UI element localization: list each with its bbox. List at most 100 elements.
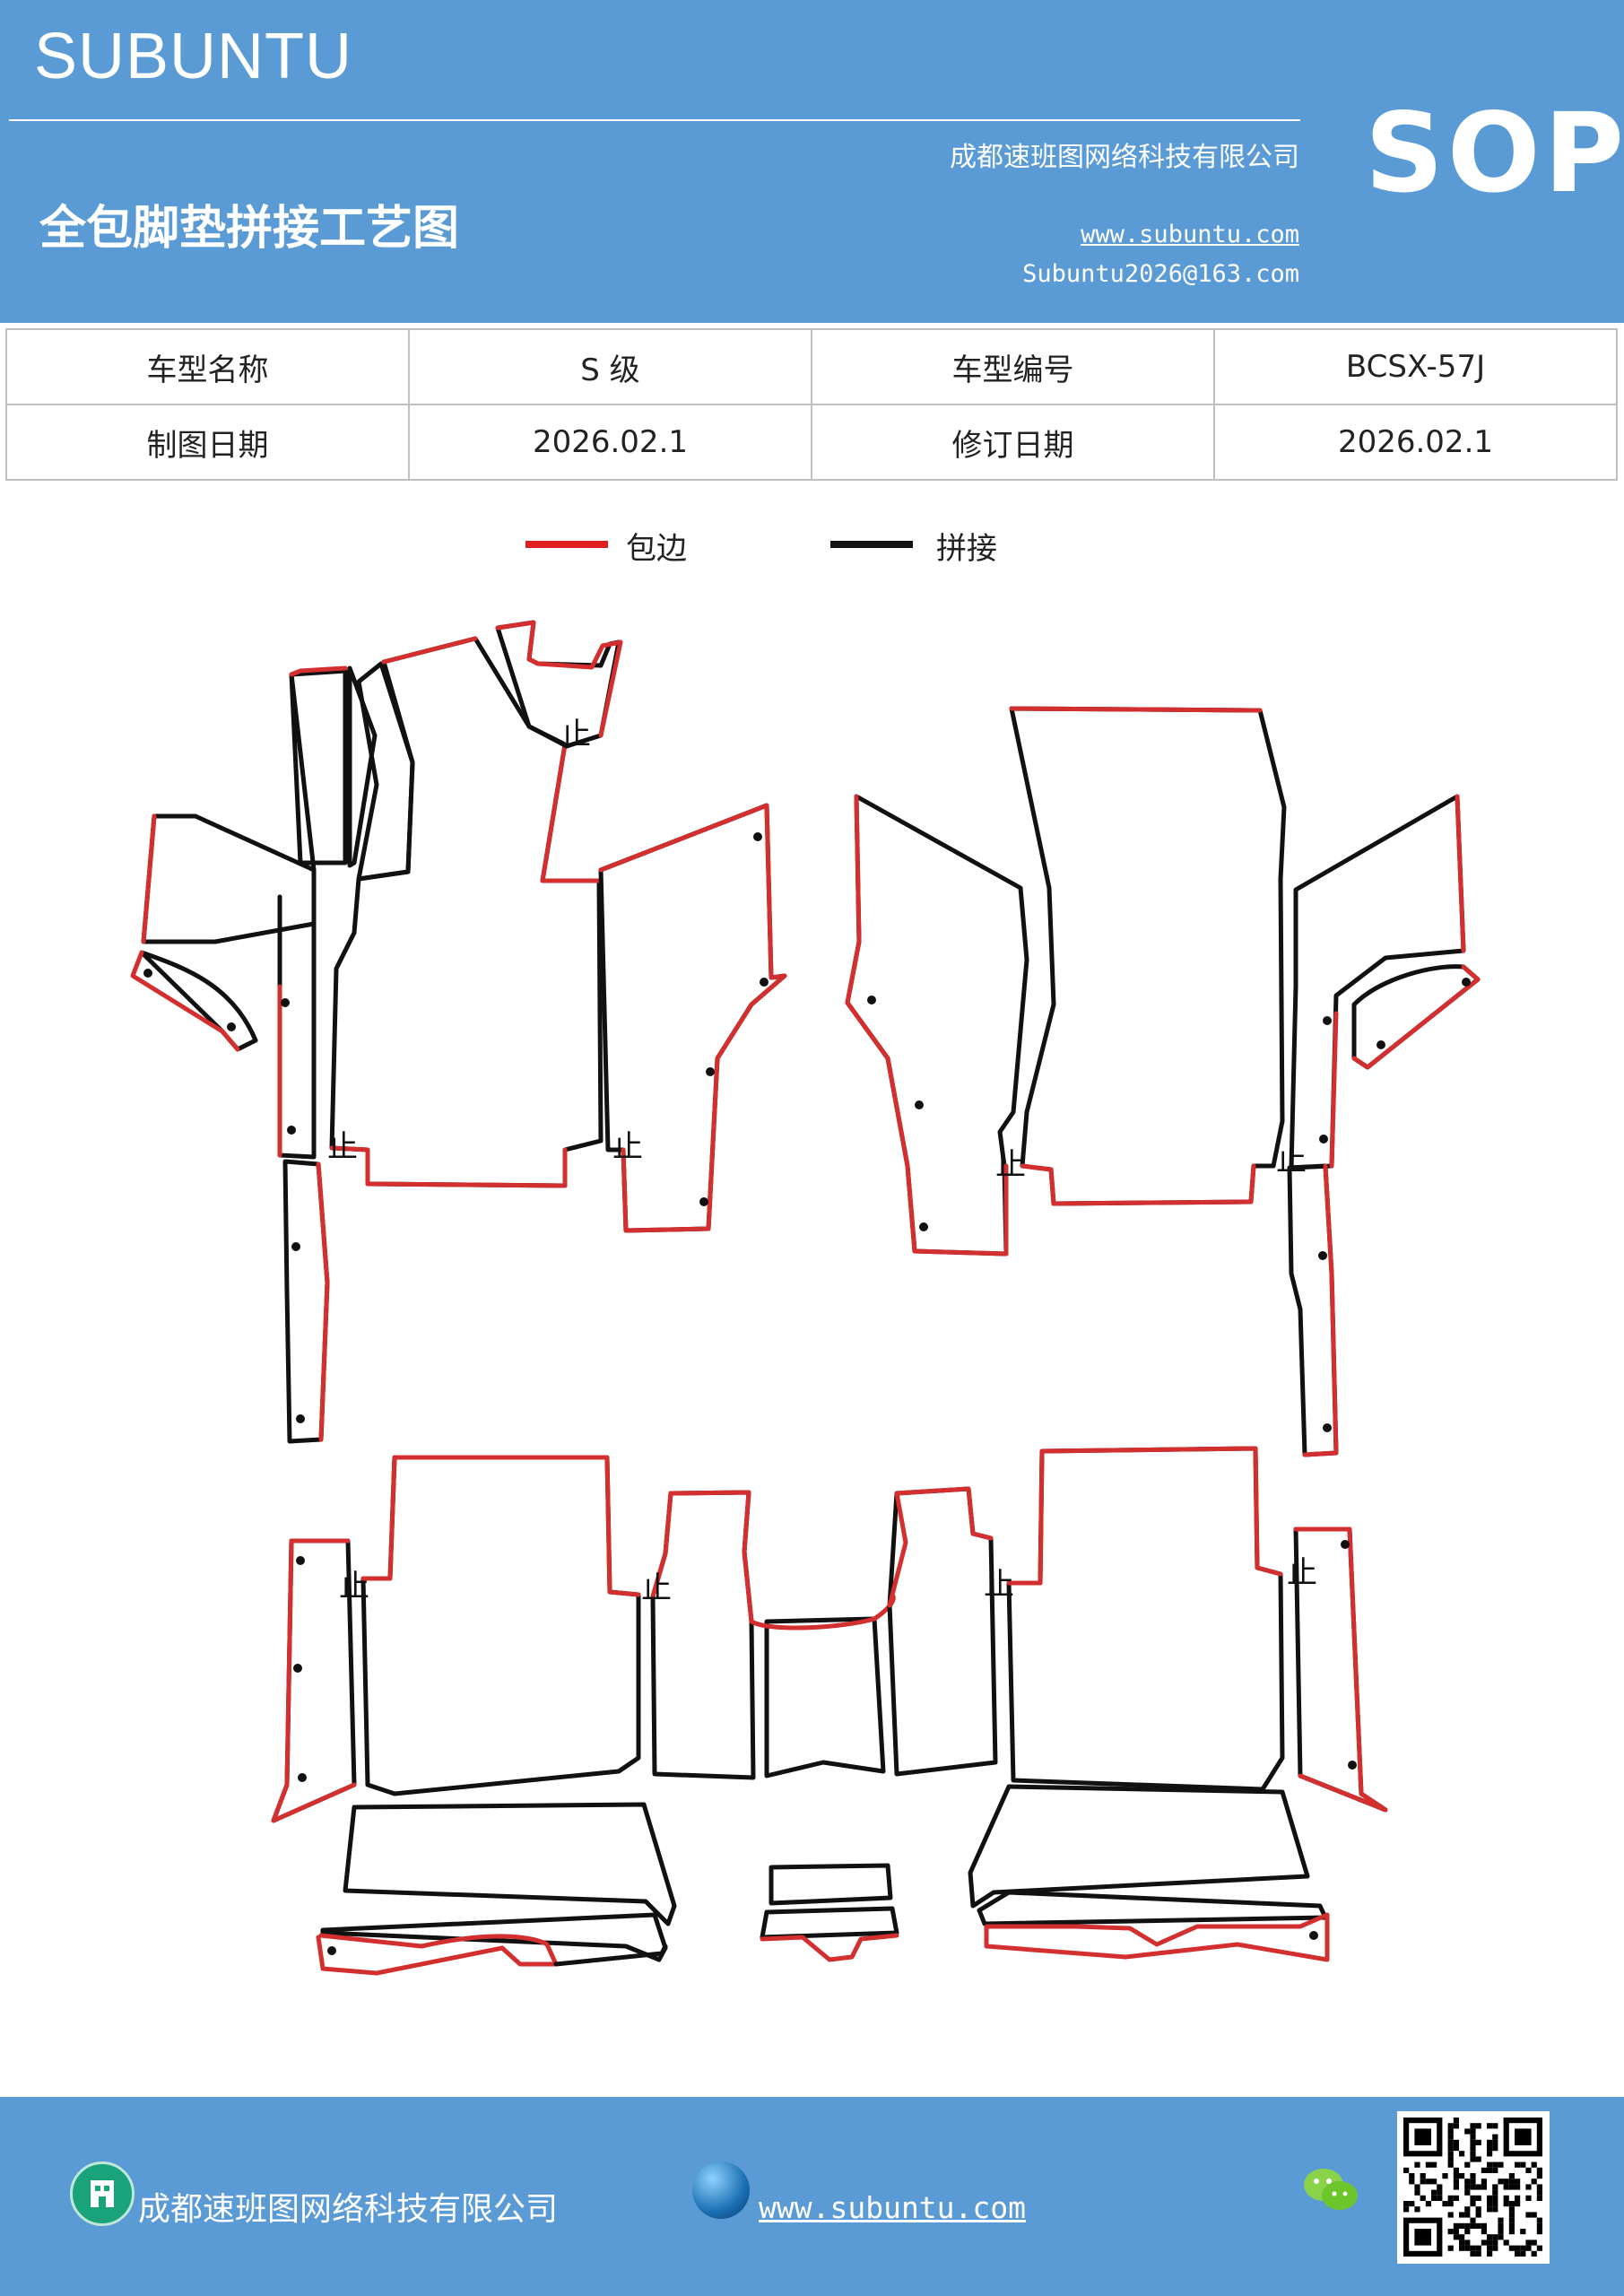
mat-piece-rl-strip-edge <box>271 1538 357 1823</box>
mat-piece-fr-main <box>1009 706 1287 1206</box>
mat-piece-rc-center <box>764 1616 886 1779</box>
mat-piece-rl-row3 <box>316 1933 559 1976</box>
mat-piece-fr-arc <box>1351 964 1481 1070</box>
alignment-dot <box>706 1067 715 1076</box>
table-cell-value: 2026.02.1 <box>408 404 812 481</box>
wechat-icon[interactable] <box>1300 2163 1363 2221</box>
mat-piece-fl-wing-edge <box>141 813 157 944</box>
mat-piece-rc-row1 <box>769 1863 893 1906</box>
footer-website-link[interactable]: www.subuntu.com <box>759 2190 1027 2225</box>
alignment-dot <box>1341 1540 1350 1549</box>
mat-piece-rl-row3-seam <box>553 1944 668 1967</box>
mat-piece-fr-wing <box>1289 794 1466 1170</box>
mat-piece-rr-row3 <box>984 1912 1330 1962</box>
mat-piece-fr-left <box>845 794 1029 1257</box>
mat-piece-rl-row1 <box>343 1802 677 1926</box>
header-email[interactable]: Subuntu2026@163.com <box>1022 260 1299 288</box>
building-icon <box>70 2161 135 2226</box>
alignment-dot <box>1462 978 1471 987</box>
mat-piece-fr-arc-edge <box>1351 964 1481 1070</box>
mat-piece-rr-main-edge <box>1006 1446 1283 1586</box>
mat-piece-rl-main <box>360 1455 641 1796</box>
alignment-dot <box>327 1946 336 1955</box>
stitch-mark: 止 <box>327 1129 358 1165</box>
mat-piece-fl-main-edge <box>329 636 602 1188</box>
alignment-dot <box>1319 1135 1328 1144</box>
mat-piece-fr-bottom-strip-edge <box>1302 1163 1339 1457</box>
legend: 包边 拼接 <box>0 524 1624 569</box>
stitch-mark: 止 <box>984 1567 1014 1603</box>
mat-piece-fr-left-edge <box>845 794 1009 1257</box>
mat-piece-rl-main-edge <box>360 1455 641 1597</box>
alignment-dot <box>291 1242 300 1251</box>
sop-badge: SOP <box>1365 90 1624 217</box>
brand-logo-text: SUBUNTU <box>34 21 353 92</box>
mat-piece-fl-right <box>598 803 787 1233</box>
floor-mat-splice-diagram: 止 止 止 止 止 止 止 止 止 <box>130 620 1481 1976</box>
mat-piece-rr-row1 <box>968 1784 1310 1909</box>
mat-piece-fl-arc <box>139 950 258 1052</box>
alignment-dot <box>867 996 876 1004</box>
mat-piece-rr-main <box>1006 1446 1285 1792</box>
table-cell-label: 车型名称 <box>5 328 410 405</box>
alignment-dot <box>1323 1423 1332 1432</box>
header-website-link[interactable]: www.subuntu.com <box>1081 221 1299 248</box>
alignment-dot <box>1309 1931 1318 1940</box>
mat-piece-rr-strip-edge <box>1293 1526 1388 1813</box>
alignment-dot <box>1318 1251 1327 1260</box>
stitch-mark: 止 <box>1276 1143 1307 1178</box>
mat-piece-rl-row2 <box>320 1912 668 1962</box>
qr-code <box>1397 2111 1550 2264</box>
alignment-dot <box>919 1222 928 1231</box>
alignment-dot <box>1348 1761 1357 1770</box>
header-divider <box>9 119 1300 121</box>
vehicle-info-table: 车型名称 S 级 车型编号 BCSX-57J 制图日期 2026.02.1 修订… <box>5 328 1618 481</box>
stitch-mark: 止 <box>995 1147 1026 1183</box>
footer-banner: 成都速班图网络科技有限公司 www.subuntu.com <box>0 2097 1624 2296</box>
stitch-mark: 止 <box>641 1570 672 1606</box>
mat-piece-fr-main-edge <box>1009 706 1263 1206</box>
mat-piece-rr-row2 <box>977 1890 1328 1926</box>
mat-piece-fl-narrow-b <box>347 665 378 868</box>
legend-label-edge: 包边 <box>626 531 687 567</box>
stitch-mark: 止 <box>612 1129 643 1165</box>
alignment-dot <box>227 1022 236 1031</box>
mat-piece-fl-bottom-strip-edge <box>316 1161 330 1442</box>
alignment-dot <box>287 1126 296 1135</box>
mat-piece-fl-wing <box>141 813 317 944</box>
stitch-mark: 止 <box>339 1569 369 1605</box>
stitch-mark: 止 <box>560 717 591 752</box>
header-company-name: 成都速班图网络科技有限公司 <box>950 142 1299 173</box>
alignment-dot <box>753 832 762 841</box>
document-title: 全包脚垫拼接工艺图 <box>39 202 460 256</box>
alignment-dot <box>296 1414 305 1423</box>
alignment-dot <box>1323 1016 1332 1025</box>
alignment-dot <box>293 1664 302 1673</box>
mat-piece-rc-row2-edge <box>760 1933 899 1962</box>
mat-piece-rc-row2 <box>760 1906 899 1940</box>
alignment-dot <box>1376 1040 1385 1049</box>
mat-piece-rl-side-edge <box>650 1490 754 1624</box>
legend-label-seam: 拼接 <box>936 531 997 567</box>
alignment-dot <box>699 1197 708 1206</box>
table-cell-value: S 级 <box>408 328 812 405</box>
table-cell-label: 制图日期 <box>5 404 410 481</box>
alignment-dot <box>281 998 290 1007</box>
alignment-dot <box>143 969 152 978</box>
stitch-mark: 止 <box>1287 1555 1317 1591</box>
legend-swatch-edge <box>525 541 608 548</box>
globe-icon <box>692 2161 750 2219</box>
mat-piece-fr-wing-edge <box>1329 794 1466 1169</box>
mat-piece-fl-narrow-a <box>289 668 348 865</box>
table-row: 车型名称 S 级 车型编号 BCSX-57J <box>5 328 1618 405</box>
mat-piece-fl-right-edge <box>598 803 787 1233</box>
table-cell-label: 修订日期 <box>811 404 1215 481</box>
alignment-dot <box>296 1556 305 1565</box>
mat-piece-fl-tab-edge <box>495 620 623 738</box>
alignment-dot <box>760 978 769 987</box>
legend-swatch-seam <box>830 541 913 548</box>
table-cell-label: 车型编号 <box>811 328 1215 405</box>
header-banner: SUBUNTU 全包脚垫拼接工艺图 成都速班图网络科技有限公司 www.subu… <box>0 0 1624 323</box>
mat-piece-fl-narrow-c-edge <box>289 665 348 677</box>
table-row: 制图日期 2026.02.1 修订日期 2026.02.1 <box>5 404 1618 481</box>
